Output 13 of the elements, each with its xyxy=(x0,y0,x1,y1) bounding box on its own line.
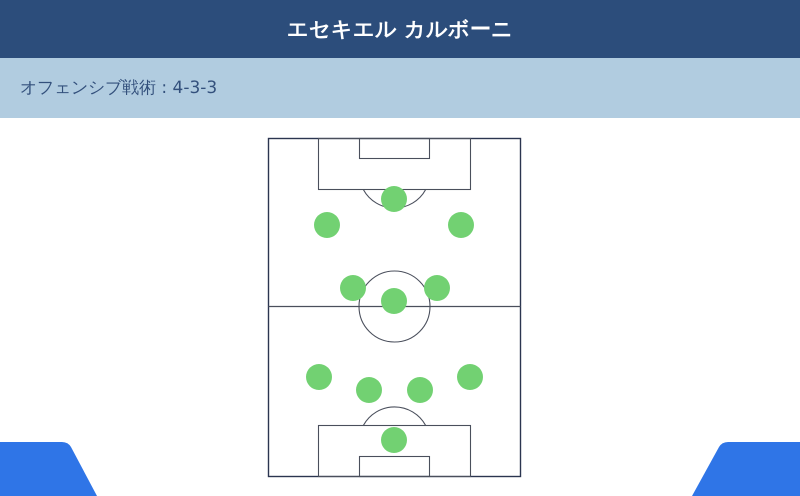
player-dot xyxy=(381,186,408,212)
player-dot xyxy=(456,364,483,390)
player-dot xyxy=(306,364,332,390)
player-dot xyxy=(314,212,340,238)
tactic-label: オフェンシブ戦術 : 4-3-3 xyxy=(20,77,218,100)
player-dot xyxy=(381,427,408,454)
player-dot xyxy=(448,212,474,238)
title: エセキエル カルボーニ xyxy=(286,16,514,43)
player-dot xyxy=(340,275,366,301)
player-dot xyxy=(406,376,433,403)
player-dot xyxy=(381,288,408,314)
player-dot xyxy=(424,275,450,301)
player-dot xyxy=(356,376,382,403)
